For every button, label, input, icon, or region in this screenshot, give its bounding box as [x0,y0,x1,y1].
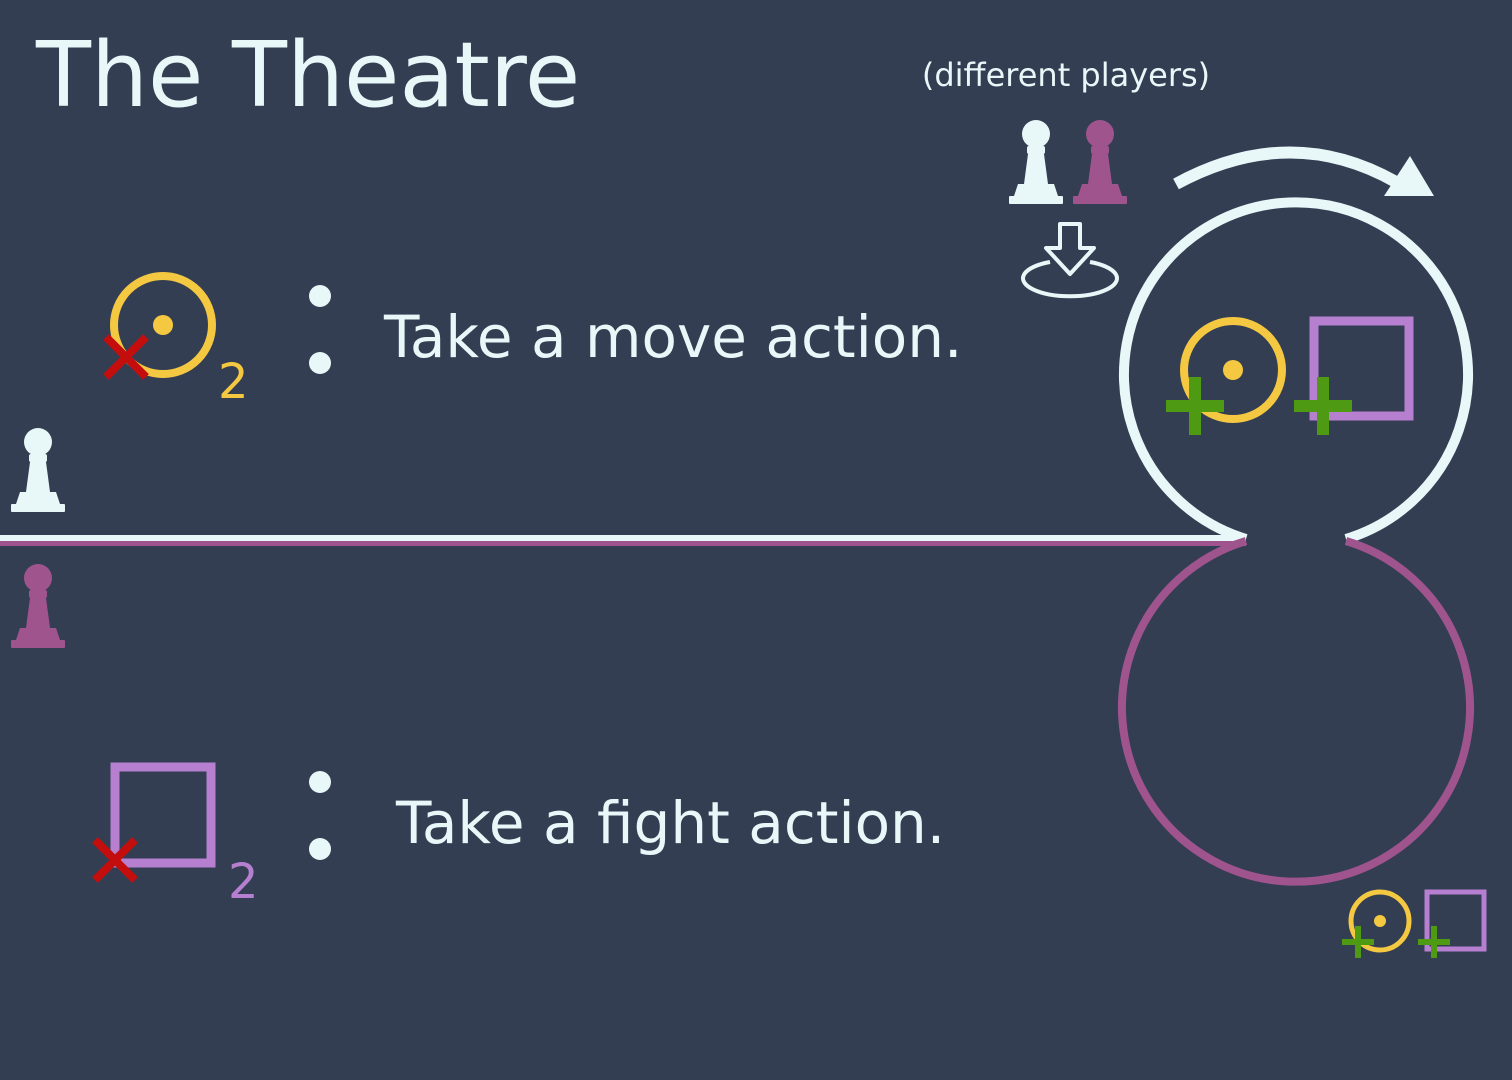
move-token-icon [110,272,216,378]
clockwise-arrow-icon [1173,146,1434,196]
remove-x-icon [92,837,138,883]
track-lower-circle [1118,537,1474,886]
rule-move: 2 Take a move action. [103,272,962,410]
divider-magenta [0,541,1246,546]
magenta-pawn-icon [11,564,65,648]
page-title: The Theatre [35,23,580,128]
rule-fight: 2 Take a fight action. [92,762,945,910]
move-cost-value: 2 [218,354,249,410]
light-pawn-icon [11,428,65,512]
players-note: (different players) [922,56,1210,94]
move-token-icon [1180,317,1286,423]
fight-action-text: Take a fight action. [395,789,945,857]
down-arrow-icon [1044,222,1096,276]
fight-token-icon [1309,316,1414,421]
fight-token-icon [110,762,216,868]
colon-icon [309,285,331,374]
plus-icon [1418,926,1450,958]
colon-icon [309,771,331,860]
plus-icon [1294,377,1352,435]
remove-x-icon [103,334,149,380]
plus-icon [1342,926,1374,958]
track-upper-circle [1119,197,1473,544]
fight-cost-value: 2 [228,854,259,910]
move-action-text: Take a move action. [383,303,962,371]
fight-token-icon [1424,889,1487,952]
divider-light [0,535,1246,541]
magenta-pawn-icon [1073,120,1127,204]
plus-icon [1166,377,1224,435]
light-pawn-icon [1009,120,1063,204]
move-token-icon [1348,889,1412,953]
place-icon [1021,260,1119,299]
